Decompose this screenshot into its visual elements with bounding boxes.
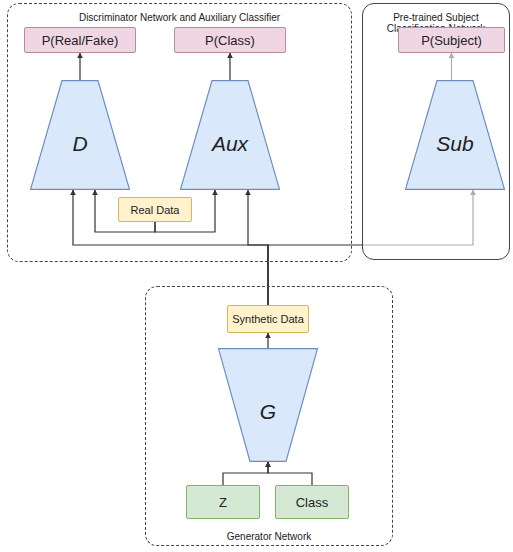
network-group: Pre-trained Subject Classification Netwo… [362,3,510,260]
trapezoid-shape [406,81,505,190]
data-box: Real Data [118,197,192,222]
box-label: P(Subject) [421,33,482,48]
connector-arrow [267,333,268,348]
network-trapezoid: Aux [180,80,280,190]
network-trapezoid: D [30,80,130,190]
box-label: P(Real/Fake) [42,33,119,48]
network-label: Sub [405,132,505,156]
box-label: P(Class) [205,33,255,48]
network-group: Generator Network Synthetic DataG Z Class [145,286,393,546]
network-group: Discriminator Network and Auxiliary Clas… [7,3,352,262]
network-trapezoid: Sub [405,80,505,190]
box-label: Z [219,495,227,510]
connector-arrow [229,53,230,80]
trapezoid-shape [219,349,318,462]
input-box: Z [186,485,260,519]
output-box: P(Subject) [398,27,505,53]
network-label: Aux [180,132,280,156]
box-label: Synthetic Data [232,313,304,325]
connector-arrow [268,462,312,485]
network-trapezoid: G [218,348,318,462]
connector-arrow [223,462,268,485]
trapezoid-shape [181,81,280,190]
group-title: Discriminator Network and Auxiliary Clas… [15,12,345,23]
data-box: Synthetic Data [227,305,309,333]
connector-arrow [248,190,268,305]
output-box: P(Real/Fake) [24,27,136,53]
trapezoid-shape [31,81,130,190]
box-label: Class [296,495,329,510]
network-label: D [30,132,130,156]
network-label: G [218,400,318,424]
connector-arrow [73,190,268,305]
group-title: Generator Network [154,531,384,542]
box-label: Real Data [131,204,180,216]
connector-arrow [79,53,80,80]
output-box: P(Class) [174,27,286,53]
input-box: Class [275,485,349,519]
